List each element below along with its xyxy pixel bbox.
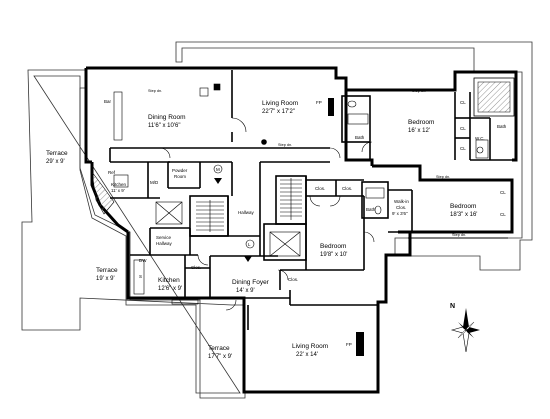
- bedroom-right-name: Bedroom: [450, 203, 476, 210]
- closet-label-2: CL: [460, 126, 466, 131]
- room-labels: Dining Room 11'6" x 10'6" Living Room 22…: [46, 100, 477, 360]
- kitchen-name: Kitchen: [158, 277, 180, 284]
- terrace-mid-dims: 19' x 9': [96, 276, 115, 282]
- compass-north-point: [463, 308, 469, 330]
- sink-label: S: [139, 274, 142, 279]
- walkin-closet-dims: 9' x 3'6": [392, 211, 408, 216]
- elevator-m-label: M: [216, 167, 220, 172]
- ref-label: Ref: [108, 170, 116, 175]
- bedroom-top-dims: 16' x 12': [408, 128, 430, 134]
- terrace-mid-name: Terrace: [96, 267, 118, 274]
- fireplace-bottom: [356, 332, 364, 356]
- fireplaces: [328, 98, 364, 356]
- powder-room-name: Powder: [172, 168, 188, 173]
- hallway-name: Hallway: [238, 210, 255, 215]
- dw-label: DW: [139, 258, 147, 263]
- dining-foyer-dims: 14' x 9': [236, 288, 255, 294]
- bedroom-center-name: Bedroom: [320, 243, 346, 250]
- bath-center-label: Bath: [366, 207, 376, 212]
- living-room-top-name: Living Room: [262, 100, 298, 107]
- terrace-bottom-dims: 17'7" x 9': [208, 354, 232, 360]
- service-hallway-name: Service: [156, 235, 172, 240]
- terrace-outline: [21, 41, 533, 399]
- bay-walls: [408, 77, 515, 239]
- closet-clos-1: Clos.: [315, 186, 325, 191]
- living-room-bottom-dims: 22' x 14': [296, 352, 318, 358]
- dining-room-dims: 11'6" x 10'6": [148, 123, 180, 129]
- closet-label-4: CL: [500, 190, 506, 195]
- step-dn-5: Step dn.: [452, 233, 466, 237]
- elevator-l-label: L: [248, 242, 251, 247]
- living-room-top-dims: 22'7" x 17'2": [262, 109, 295, 115]
- elevator-l-icon: [245, 239, 255, 249]
- fireplace-bottom-label: FP: [346, 342, 352, 347]
- down-arrow-icon: [214, 178, 222, 184]
- closet-label-3: CL: [460, 146, 466, 151]
- exterior-walls: [84, 66, 518, 394]
- fixtures: [91, 83, 489, 305]
- step-dn-4: Step dn.: [436, 175, 450, 179]
- bath-right-label: Bath: [497, 124, 507, 129]
- fixture-labels: Bar Bath Bath W.C. Bath CL CL CL CL CL C…: [104, 89, 507, 347]
- kitchen-small-name: Kitchen: [111, 182, 127, 187]
- walkin-closet-name2: Clos.: [396, 205, 406, 210]
- bedroom-right-dims: 18'3" x 16': [450, 212, 477, 218]
- terrace-left-dims: 29' x 9': [46, 159, 65, 165]
- walkin-closet-name: Walk-in: [394, 199, 409, 204]
- bar-label: Bar: [104, 99, 112, 104]
- step-dn-1: Step dn.: [148, 89, 162, 93]
- closet-clos-4: Clos.: [288, 277, 298, 282]
- service-hallway-name2: Hallway: [156, 241, 173, 246]
- bedroom-center-dims: 19'8" x 10': [320, 252, 347, 258]
- arrow-markers: [214, 178, 252, 262]
- doors: [159, 117, 375, 311]
- fireplace-top: [328, 98, 334, 116]
- md-label: M/D: [150, 180, 159, 185]
- wc-label: W.C.: [475, 136, 485, 141]
- elevator-m-icon: [213, 164, 223, 174]
- kitchen-dims: 12'6" x 9': [158, 286, 182, 292]
- terrace-left-name: Terrace: [46, 150, 68, 157]
- bath-top-label: Bath: [355, 135, 365, 140]
- closet-label-1: CL: [460, 100, 466, 105]
- down-arrow-icon-2: [244, 256, 252, 262]
- living-room-bottom-name: Living Room: [292, 343, 328, 350]
- kitchen-small-dims: 11' x 9': [111, 188, 125, 193]
- step-dn-3: Step dn.: [412, 89, 426, 93]
- closet-label-5: CL: [500, 212, 506, 217]
- dining-foyer-name: Dining Foyer: [232, 279, 270, 286]
- fireplace-top-label: FP: [316, 100, 322, 105]
- stairs: [155, 178, 302, 257]
- compass-north-label: N: [450, 303, 455, 310]
- compass: N: [450, 303, 480, 353]
- bedroom-top-name: Bedroom: [408, 119, 434, 126]
- interior-walls: [109, 70, 512, 330]
- column-dot: [261, 139, 267, 145]
- terrace-bottom-name: Terrace: [208, 345, 230, 352]
- closet-clos-2: Clos.: [342, 186, 352, 191]
- step-dn-2: Step dn.: [278, 143, 292, 147]
- closet-clos-3: Clos.: [191, 265, 201, 270]
- bar-counter: [113, 91, 123, 141]
- powder-room-name2: Room: [174, 174, 186, 179]
- column: [199, 87, 209, 97]
- dining-room-name: Dining Room: [148, 114, 186, 121]
